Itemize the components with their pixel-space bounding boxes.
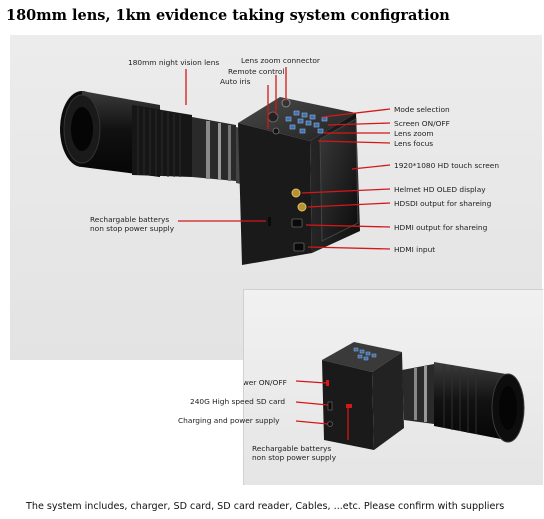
label-sd-card: 240G High speed SD card [190, 397, 286, 406]
label-battery-side-line2: non stop power supply [252, 453, 337, 462]
label-remote-control: Remote control [228, 67, 285, 76]
label-battery-side-line1: Rechargable batterys [252, 444, 332, 453]
label-battery-line2: non stop power supply [90, 224, 175, 233]
label-oled-display: Helmet HD OLED display [394, 185, 486, 194]
label-auto-iris: Auto iris [220, 77, 251, 86]
label-lens-focus: Lens focus [394, 139, 434, 148]
footer-note: The system includes, charger, SD card, S… [26, 501, 505, 512]
label-power-onoff: Power ON/OFF [243, 378, 287, 387]
label-charging: Charging and power supply [178, 416, 280, 425]
label-touch-screen: 1920*1080 HD touch screen [394, 161, 500, 170]
label-screen-onoff: Screen ON/OFF [394, 119, 450, 128]
product-photo-main: 180mm night vision lens Lens zoom connec… [10, 35, 542, 360]
camera-illustration-side [295, 342, 525, 450]
label-lens-zoom: Lens zoom [394, 129, 434, 138]
label-hdmi-input: HDMI input [394, 245, 436, 254]
product-photo-side: Power ON/OFF [243, 289, 543, 485]
label-hdmi-output: HDMI output for shareing [394, 223, 488, 232]
label-lens: 180mm night vision lens [128, 58, 220, 67]
label-hdsdi-output: HDSDI output for shareing [394, 199, 492, 208]
callout-lines [178, 67, 391, 250]
page-title: 180mm lens, 1km evidence taking system c… [6, 7, 450, 24]
camera-illustration-main [60, 67, 391, 265]
callout-lines-side [295, 380, 349, 440]
label-mode-selection: Mode selection [394, 105, 450, 114]
label-zoom-connector: Lens zoom connector [241, 56, 320, 65]
label-battery-line1: Rechargable batterys [90, 215, 170, 224]
